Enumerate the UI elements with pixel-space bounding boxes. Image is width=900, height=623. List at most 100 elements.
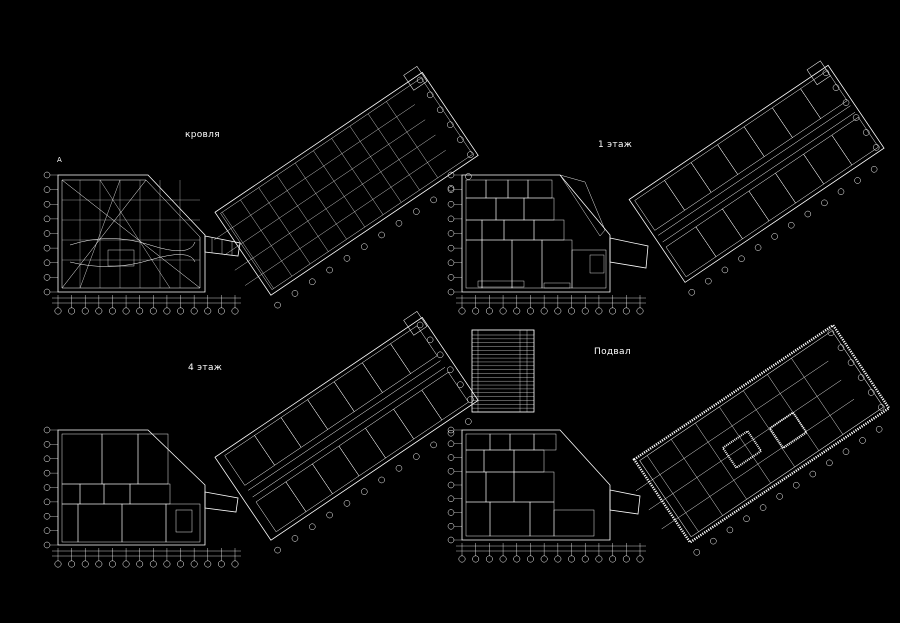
room [831,116,879,166]
axis-bubble [378,231,385,239]
corridor-line [662,112,856,243]
axis-bubble [343,255,351,262]
grid-line [349,125,402,203]
basement-schedule-table [471,329,535,413]
axis-bubble [136,307,144,315]
corridor-line [248,360,441,491]
axis-bubble [447,495,455,502]
floor4-bottom-dim-ticks [52,548,241,559]
axis-bubble [862,129,870,136]
axis-bubble [43,171,51,179]
axis-bubble [788,221,795,229]
axis-bubble [190,307,198,315]
axis-bubble [540,307,548,315]
axis-bubble [467,151,474,158]
axis-bubble [361,488,368,495]
axis-bubble [554,307,562,315]
axis-bubble [43,259,51,266]
axis-bubble [395,220,403,227]
axis-bubble [472,307,480,315]
axis-bubble [832,84,840,91]
axis-bubble [447,259,455,266]
axis-bubble [122,307,130,315]
grid-line [276,175,329,252]
axis-bubble [149,307,157,315]
axis-bubble [447,429,455,437]
roof-left-axis-bubbles [43,171,58,296]
axis-bubble [447,481,455,489]
axis-bubble [43,186,51,193]
grid-line [224,119,426,256]
axis-bubble [436,106,444,114]
floor1-left-axis-bubbles [447,171,462,296]
axis-bubble [854,177,861,184]
axis-bubble [859,437,866,444]
axis-bubble [81,560,89,568]
axis-bubble [821,199,828,207]
axis-bubble [43,455,51,462]
axis-bubble [447,274,455,281]
axis-bubble [527,555,534,563]
floor1-rooms [465,179,607,289]
axis-bubble [447,523,455,530]
basement-bottom-axis-bubbles [458,554,644,563]
axis-bubble [43,469,51,477]
basement-right-grid [635,358,855,532]
axis-bubble [527,307,534,315]
axis-bubble [878,404,885,411]
axis-bubble [447,536,455,544]
grid-line [313,150,366,228]
basement-bottom-dim-ticks [456,543,646,554]
axis-bubble [595,555,603,563]
axis-bubble [759,504,767,511]
basement-rooms [465,433,595,537]
axis-bubble [43,230,51,237]
basement-plan-title: Подвал [594,347,631,357]
floor4-plan [43,311,479,568]
basement-left-axis-bubbles [447,426,462,544]
axis-bubble [705,277,712,285]
axis-bubble [754,244,762,251]
grid-line [661,399,855,530]
axis-bubble [622,307,630,315]
axis-bubble [867,389,875,396]
roof-mark-a: А [57,156,62,164]
axis-bubble [447,186,455,193]
axis-bubble [447,288,455,296]
grid-line [222,212,274,289]
axis-bubble [109,560,116,568]
roof-bottom-dim-ticks [52,295,241,306]
axis-bubble [68,560,76,568]
axis-bubble [595,307,603,315]
axis-bubble [109,307,116,315]
axis-bubble [554,555,562,563]
axis-bubble [43,498,51,506]
grid-line [635,360,829,491]
axis-bubble [395,465,403,472]
floor4-right-rooms [224,325,469,533]
floor1-plan [447,60,885,315]
axis-bubble [447,184,455,192]
axis-bubble [513,307,521,315]
axis-bubble [43,541,51,549]
corridor-line [252,367,446,498]
axis-bubble [190,560,198,568]
axis-bubble [291,535,299,542]
axis-bubble [636,555,644,563]
axis-bubble [447,509,455,516]
axis-bubble [609,555,617,563]
axis-bubble [472,555,480,563]
axis-bubble [43,484,51,491]
roof-connector [204,235,241,257]
axis-bubble [809,470,817,478]
axis-bubble [465,173,472,180]
floor4-connector [204,491,239,513]
grid-line [294,162,347,240]
axis-bubble [430,441,437,449]
axis-bubble [81,307,89,315]
axis-bubble [837,344,845,351]
axis-bubble [416,321,424,329]
roof-left-grid [62,180,200,288]
axis-bubble [873,144,880,151]
